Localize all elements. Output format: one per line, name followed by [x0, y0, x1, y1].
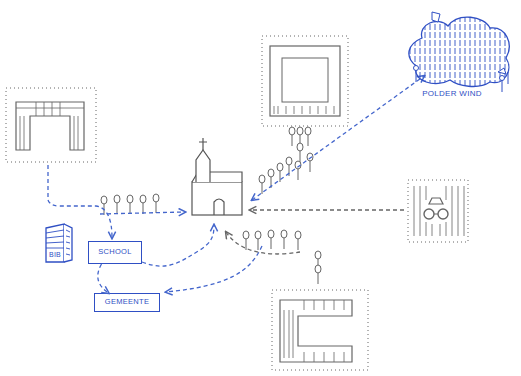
polder-area: POLDER WIND [398, 8, 518, 120]
church-tower [196, 150, 210, 182]
icon-wheel [424, 209, 434, 219]
tree [307, 153, 313, 172]
building-outline [16, 102, 84, 150]
tree [268, 169, 274, 188]
icon-wheel [438, 209, 448, 219]
dotted-outline [272, 290, 368, 370]
node-label: GEMEENTE [105, 298, 150, 306]
courtyard-building [262, 36, 348, 126]
tree [297, 143, 303, 162]
dotted-outline [408, 180, 468, 242]
route-line [142, 225, 214, 266]
church-nave [192, 182, 242, 215]
library-side [64, 224, 72, 262]
route-line [166, 246, 262, 292]
school-box: SCHOOL [88, 241, 142, 264]
polder-blob [409, 17, 509, 86]
tree [315, 265, 321, 284]
dotted-outline [262, 36, 348, 126]
route-lines [48, 76, 424, 292]
polder-post-top [500, 76, 505, 81]
node-label: SCHOOL [98, 248, 131, 256]
tree [289, 127, 295, 146]
library-building: BIB [44, 220, 74, 264]
municipality-box: GEMEENTE [94, 293, 160, 312]
tree [295, 231, 301, 250]
node-label: POLDER WIND [422, 90, 482, 99]
courtyard [282, 58, 328, 102]
tree [255, 231, 261, 250]
hatched-field [408, 180, 468, 242]
gate-building [6, 88, 96, 162]
route-line [252, 76, 424, 200]
tree [305, 127, 311, 146]
tree [277, 163, 283, 182]
church-door [214, 199, 224, 215]
polder-detail [432, 12, 506, 74]
tree [295, 161, 301, 180]
dotted-outline [6, 88, 96, 162]
building-hatching [284, 300, 344, 362]
field-hatching [414, 186, 464, 236]
polder-posts [416, 70, 508, 92]
route-line [250, 209, 404, 210]
building-hatching [16, 102, 84, 150]
icon-body [429, 198, 443, 214]
route-line [226, 232, 300, 254]
tree [114, 195, 120, 214]
polder-post-top [414, 66, 419, 71]
building-outline [270, 46, 340, 116]
building-hatching [274, 106, 334, 114]
tree [140, 195, 146, 214]
building-outline [280, 300, 352, 362]
node-outline [398, 8, 518, 120]
tree [127, 195, 133, 214]
c-building [272, 290, 368, 370]
route-line [100, 212, 185, 214]
church [192, 138, 242, 215]
church-cross [199, 138, 207, 150]
tree [281, 230, 287, 249]
tree [268, 230, 274, 249]
tree [101, 196, 107, 215]
route-arrow [98, 264, 109, 293]
tree [153, 194, 159, 213]
node-label: BIB [44, 251, 66, 259]
